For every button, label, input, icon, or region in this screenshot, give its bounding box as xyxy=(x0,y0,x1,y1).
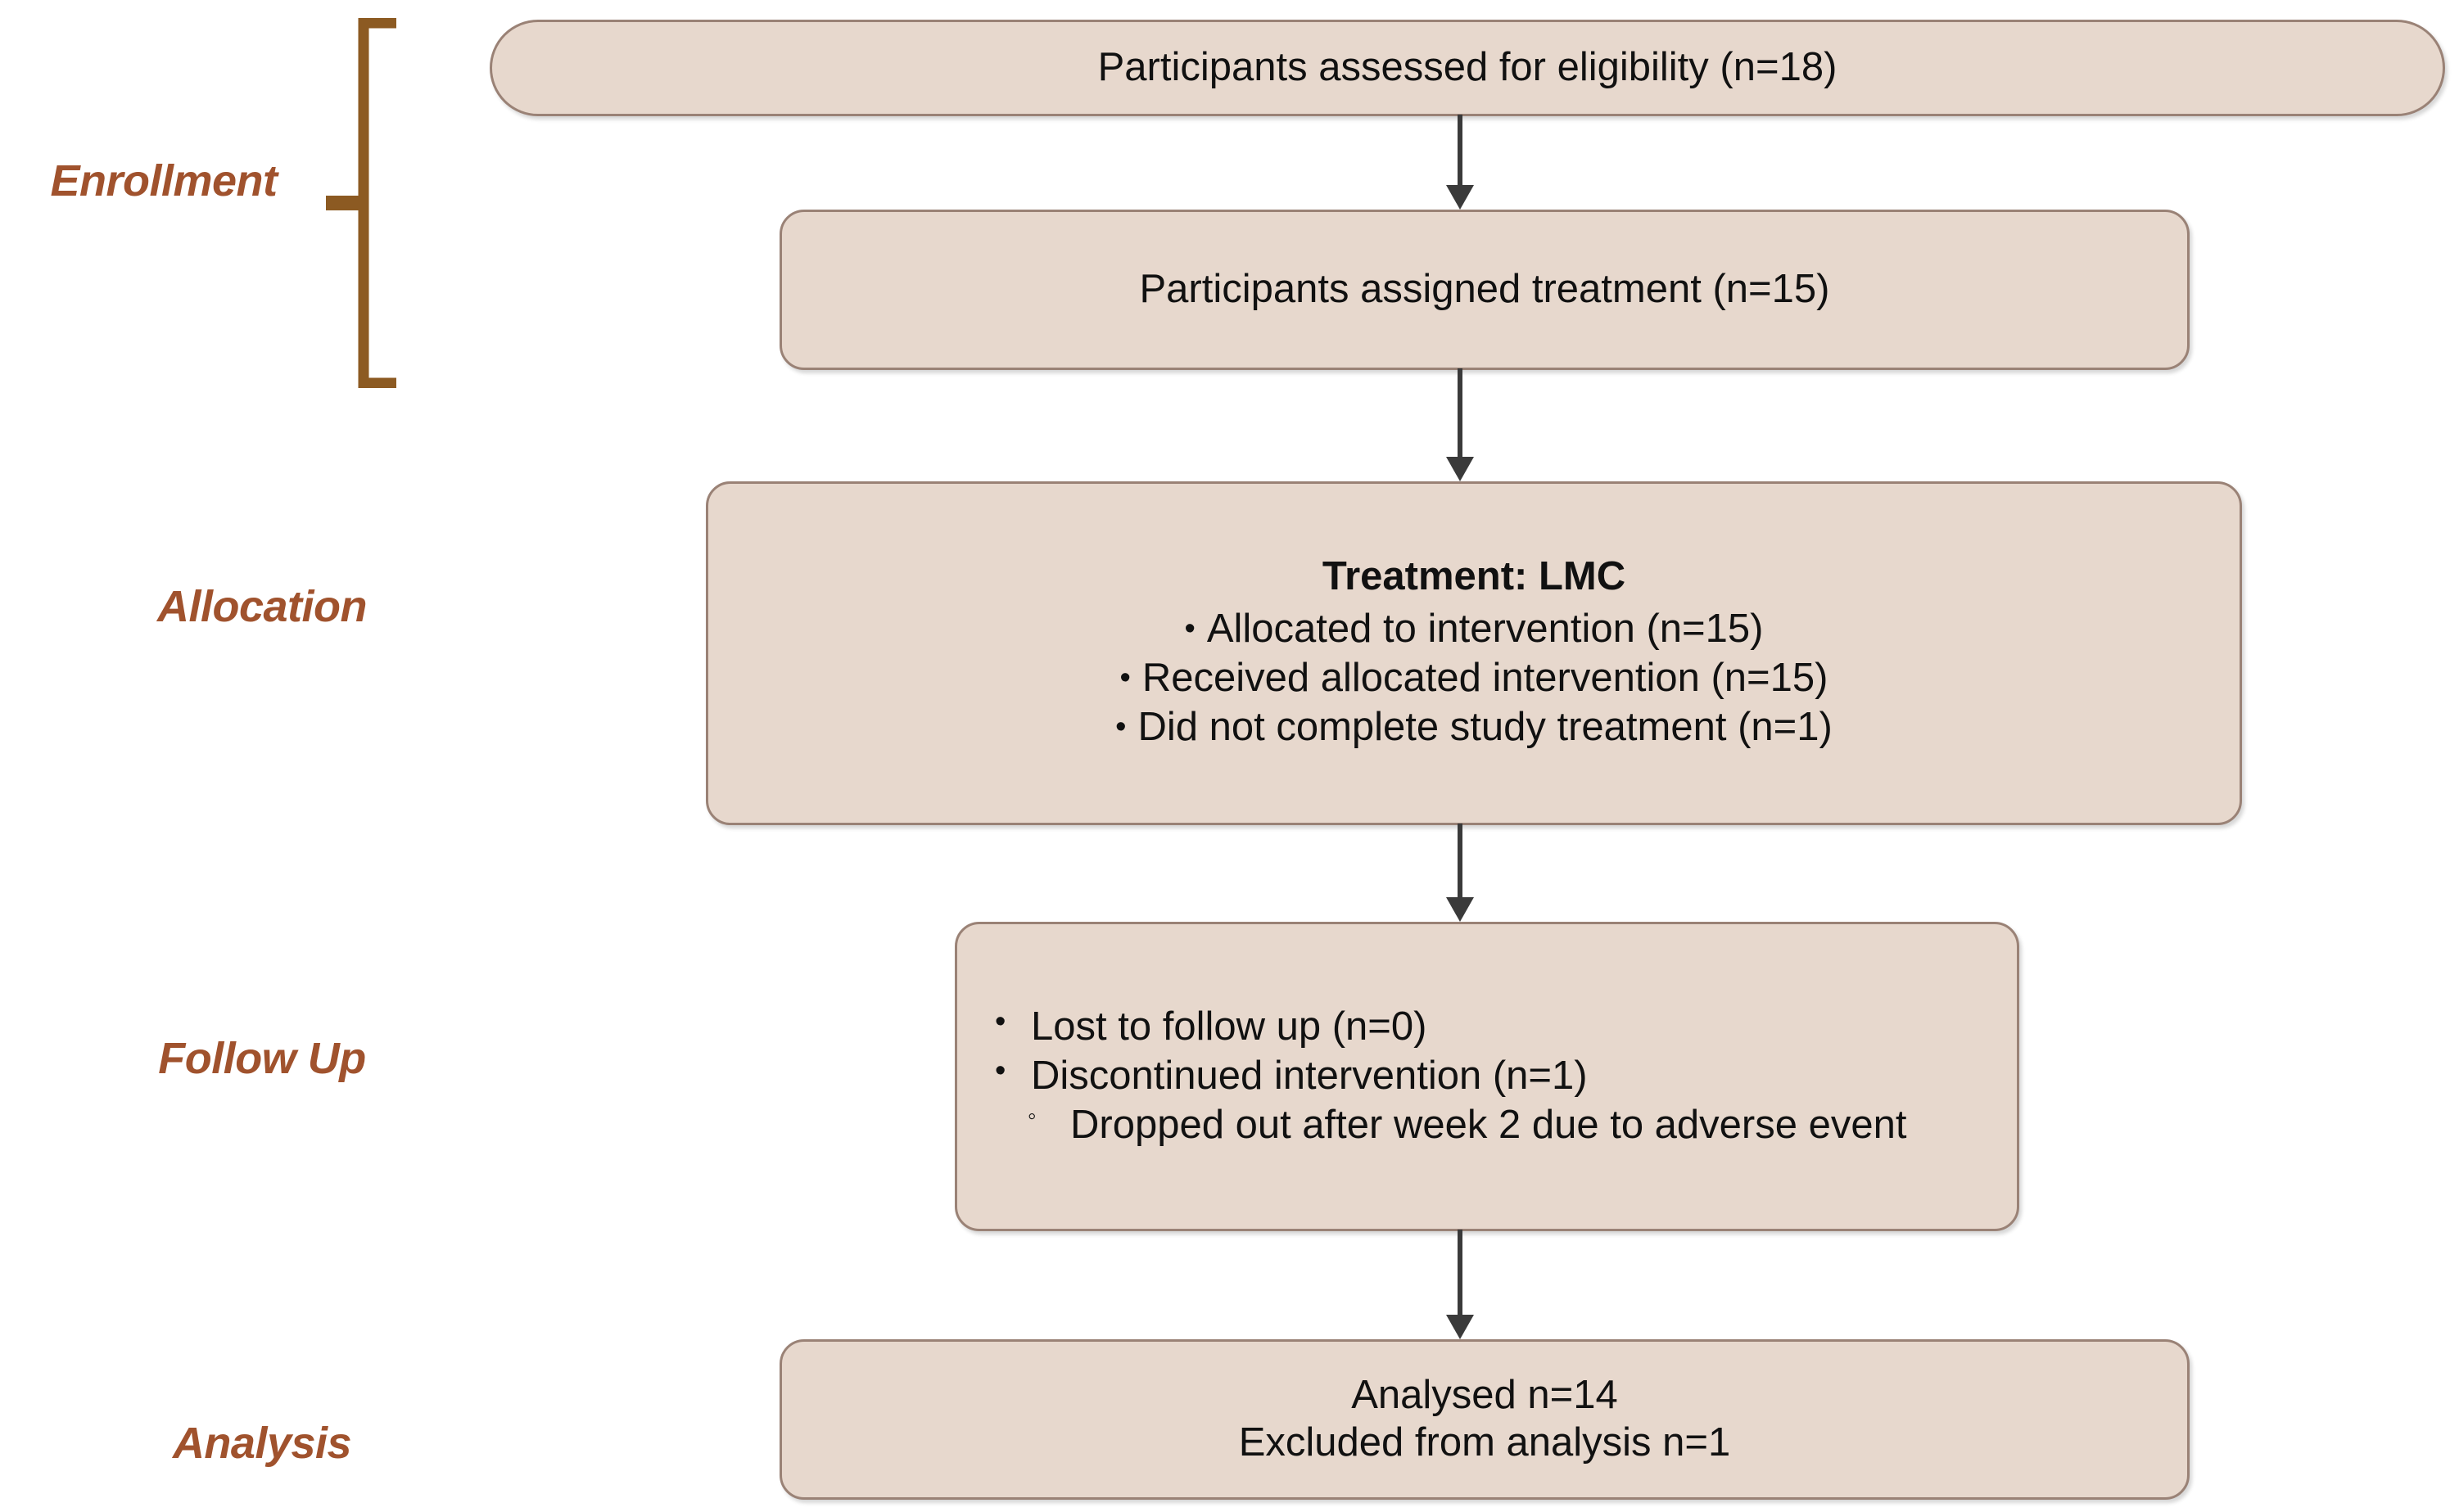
box-eligibility-text: Participants assessed for eligibility (n… xyxy=(1097,45,1837,90)
list-item-label: Allocated to intervention (n=15) xyxy=(1206,607,1764,652)
stage-label-enrollment: Enrollment xyxy=(50,156,278,205)
sub-list-item-label: Dropped out after week 2 due to adverse … xyxy=(1070,1102,1907,1147)
box-allocation-title: Treatment: LMC xyxy=(1322,554,1626,599)
list-item: • Received allocated intervention (n=15) xyxy=(708,655,2240,702)
sub-list-item: ◦ Dropped out after week 2 due to advers… xyxy=(1028,1102,2017,1149)
box-assigned-text: Participants assigned treatment (n=15) xyxy=(1139,267,1830,312)
list-item-label: Received allocated intervention (n=15) xyxy=(1141,656,1828,700)
connector-arrow-allocation-to-follow-up xyxy=(1446,824,1474,922)
bullet-icon: • xyxy=(995,1054,1006,1089)
connector-arrow-eligibility-to-assigned xyxy=(1446,115,1474,210)
list-item-label: Lost to follow up (n=0) xyxy=(1031,1004,1427,1049)
list-item-label: Discontinued intervention (n=1) xyxy=(1031,1054,1588,1099)
box-participants-assigned-treatment: Participants assigned treatment (n=15) xyxy=(780,210,2190,370)
box-participants-assessed-for-eligibility: Participants assessed for eligibility (n… xyxy=(490,20,2445,116)
bullet-icon: • xyxy=(995,1004,1006,1040)
box-analysis: Analysed n=14 Excluded from analysis n=1 xyxy=(780,1339,2190,1500)
list-item: • Did not complete study treatment (n=1) xyxy=(708,704,2240,751)
box-allocation-bullet-list: • Allocated to intervention (n=15) • Recei… xyxy=(708,606,2240,752)
box-allocation-treatment: Treatment: LMC • Allocated to interventio… xyxy=(706,481,2242,825)
box-follow-up-bullet-list: • Lost to follow up (n=0) • Discontinued… xyxy=(957,1004,2017,1102)
enrollment-bracket-icon xyxy=(326,18,396,388)
sub-bullet-icon: ◦ xyxy=(1028,1102,1037,1130)
box-follow-up: • Lost to follow up (n=0) • Discontinued… xyxy=(955,922,2019,1231)
box-follow-up-sub-bullet-list: ◦ Dropped out after week 2 due to advers… xyxy=(957,1102,2017,1149)
stage-label-allocation: Allocation xyxy=(156,582,368,631)
connector-arrow-assigned-to-allocation xyxy=(1446,368,1474,481)
bullet-icon: • xyxy=(1119,661,1131,695)
box-analysis-line-1: Analysed n=14 xyxy=(1351,1373,1618,1418)
box-analysis-line-2: Excluded from analysis n=1 xyxy=(1238,1420,1731,1465)
bullet-icon: • xyxy=(1115,709,1127,744)
stage-label-analysis: Analysis xyxy=(172,1419,352,1468)
list-item-label: Did not complete study treatment (n=1) xyxy=(1137,704,1833,749)
bullet-icon: • xyxy=(1184,612,1196,647)
connector-arrow-follow-up-to-analysis xyxy=(1446,1230,1474,1339)
list-item: • Lost to follow up (n=0) xyxy=(995,1004,2017,1051)
list-item: • Allocated to intervention (n=15) xyxy=(708,606,2240,653)
stage-label-follow-up: Follow Up xyxy=(158,1034,366,1083)
list-item: • Discontinued intervention (n=1) xyxy=(995,1053,2017,1100)
